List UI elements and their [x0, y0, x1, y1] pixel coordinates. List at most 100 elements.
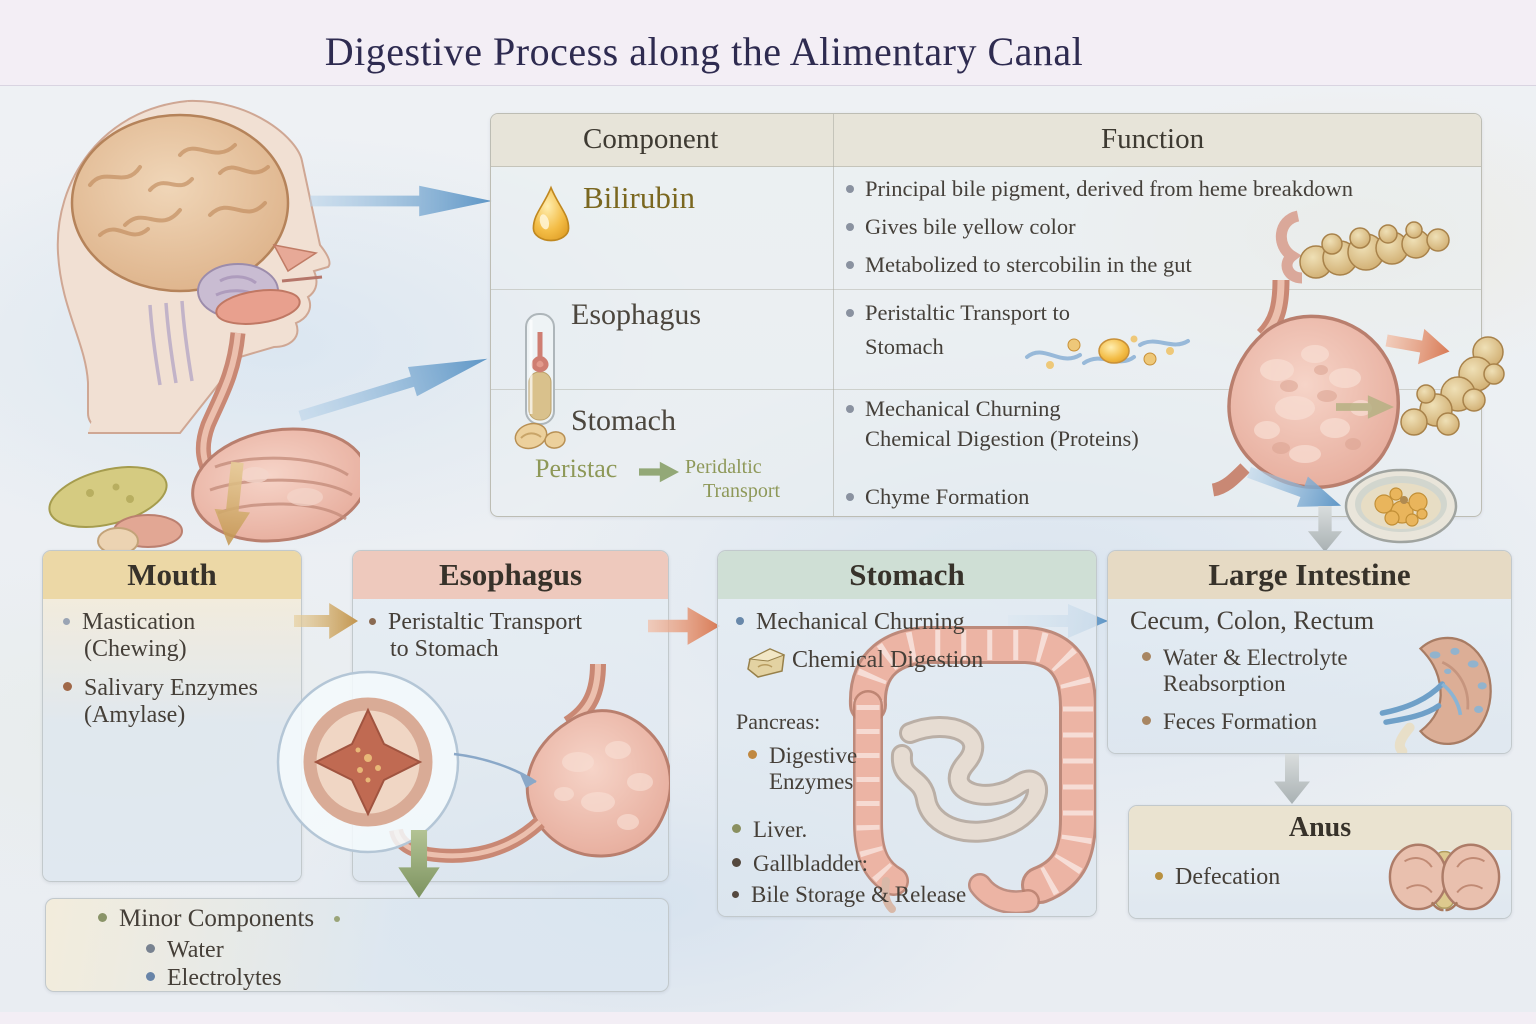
table-row-bilirubin-label: Bilirubin [583, 180, 695, 215]
table-header-row [491, 114, 1481, 167]
pancreas-illustration-right [1400, 336, 1505, 436]
garbled-caption-line1: Peridaltic [685, 456, 762, 478]
item-text: Water [167, 937, 224, 963]
stomach-item-liver: Liver. [732, 817, 807, 843]
item-text: Feces Formation [1163, 709, 1317, 734]
bullet-dot [732, 824, 741, 833]
bullet-dot [846, 261, 854, 269]
item-text: Chemical Digestion [792, 647, 984, 673]
garbled-caption-line2: Transport [703, 480, 781, 502]
item-text-line2: to Stomach [390, 636, 499, 662]
arrow-head-to-table-top [310, 185, 492, 217]
large-intestine-illustration [848, 626, 1096, 913]
bullet-text: Gives bile yellow color [865, 214, 1076, 239]
cecum-illustration [1379, 636, 1492, 753]
large-intestine-box: Large Intestine Cecum, Colon, Rectum Wat… [1107, 550, 1512, 754]
arrow-green-to-minor-components [398, 830, 440, 898]
table-bullet: Gives bile yellow color [846, 214, 1076, 240]
large-intestine-item-feces: Feces Formation [1142, 709, 1317, 735]
pancreas-illustration-small [1275, 210, 1450, 284]
head-sagittal-illustration [48, 99, 360, 550]
bullet-dot [748, 750, 757, 759]
bullet-dot [63, 618, 70, 625]
stomach-box-header: Stomach [718, 551, 1096, 599]
item-text-line2: (Chewing) [84, 636, 187, 662]
arrow-mouth-to-esophagus [294, 603, 358, 639]
item-text: Mechanical Churning [756, 609, 965, 635]
large-intestine-item-water: Water & Electrolyte Reabsorption [1142, 645, 1348, 697]
esophagus-stomach-illustration [276, 663, 670, 863]
item-text: Minor Components [119, 905, 315, 932]
item-text: Bile Storage & Release [751, 882, 967, 907]
arrow-large-intestine-to-anus [1274, 754, 1310, 804]
table-bullet: Mechanical Churning [846, 396, 1061, 422]
item-text: Electrolytes [167, 965, 282, 991]
bullet-dot [1142, 652, 1151, 661]
arrow-to-chyme-bowl [1247, 466, 1342, 507]
bullet-dot [369, 618, 376, 625]
item-text: Peristaltic Transport [388, 609, 583, 635]
table-row-divider [491, 289, 1481, 290]
table-column-divider [833, 114, 834, 516]
item-text-line2: Reabsorption [1163, 671, 1286, 696]
item-text: Liver. [753, 817, 808, 842]
bullet-text: Mechanical Churning [865, 396, 1061, 421]
bread-chunk-icon [747, 648, 786, 678]
stomach-beans-icon [514, 422, 566, 450]
stomach-pancreas-label: Pancreas: [736, 709, 820, 735]
anus-box: Anus Defecation [1128, 805, 1512, 919]
item-text: Cecum, Colon, Rectum [1130, 606, 1375, 635]
esophagus-item-peristaltic: Peristaltic Transport to Stomach [369, 609, 582, 663]
table-bullet: Peristaltic Transport to [846, 300, 1070, 326]
bullet-dot [1142, 716, 1151, 725]
stomach-box: Stomach Mechanical Churning Chemical Dig… [717, 550, 1097, 917]
item-text: Mastication [82, 609, 196, 635]
table-bullet-continuation: Stomach [865, 334, 944, 360]
anus-box-header: Anus [1129, 806, 1511, 850]
anus-item-defecation: Defecation [1155, 864, 1280, 891]
chyme-bowl-illustration [1344, 468, 1458, 544]
bullet-text: Stomach [865, 334, 944, 359]
minor-components-end-dot [334, 916, 341, 922]
bullet-text: Chemical Digestion (Proteins) [865, 426, 1139, 451]
stomach-item-chemical-digestion: Chemical Digestion [792, 647, 983, 674]
table-header-component: Component [583, 123, 719, 155]
mouth-box-header: Mouth [43, 551, 301, 599]
mouth-box: Mouth Mastication (Chewing) Salivary Enz… [42, 550, 302, 882]
table-header-function: Function [1101, 123, 1205, 155]
stomach-item-bile-storage: Bile Storage & Release [732, 882, 966, 908]
item-text: Digestive [769, 743, 858, 768]
garbled-peristalsis-text: Peristac [535, 454, 618, 483]
garbled-green-arrow-icon [639, 461, 679, 483]
arrow-gray-to-large-intestine [1307, 506, 1343, 552]
bullet-text: Peristaltic Transport to [865, 300, 1071, 325]
table-bullet: Chyme Formation [846, 484, 1029, 510]
title-divider [0, 85, 1536, 86]
arrow-stomach-to-table [298, 358, 488, 422]
stomach-item-mechanical-churning: Mechanical Churning [736, 609, 965, 636]
bullet-dot [732, 858, 741, 867]
bullet-dot [98, 913, 107, 922]
item-text: Water & Electrolyte [1163, 645, 1348, 670]
bullet-text: Chyme Formation [865, 484, 1030, 509]
item-text: Pancreas: [736, 709, 821, 734]
bullet-dot [736, 617, 744, 625]
page-title: Digestive Process along the Alimentary C… [324, 29, 1084, 74]
table-bullet: Principal bile pigment, derived from hem… [846, 176, 1353, 202]
bullet-dot [732, 891, 739, 898]
mouth-item-salivary-enzymes: Salivary Enzymes (Amylase) [63, 675, 258, 729]
table-bullet: Metabolized to stercobilin in the gut [846, 252, 1192, 278]
bullet-dot [846, 405, 854, 413]
esophagus-vial-icon [525, 313, 555, 425]
large-intestine-box-header: Large Intestine [1108, 551, 1511, 599]
bullet-dot [846, 185, 854, 193]
table-row-esophagus-label: Esophagus [571, 298, 701, 331]
minor-components-item: Minor Components [98, 905, 352, 933]
bullet-dot [846, 493, 854, 501]
mouth-box-body [43, 599, 301, 881]
stomach-item-gallbladder: Gallbladder: [732, 851, 868, 877]
stomach-illustration-large [1211, 279, 1401, 497]
large-intestine-subtitle: Cecum, Colon, Rectum [1130, 606, 1374, 636]
bullet-text: Metabolized to stercobilin in the gut [865, 252, 1192, 277]
